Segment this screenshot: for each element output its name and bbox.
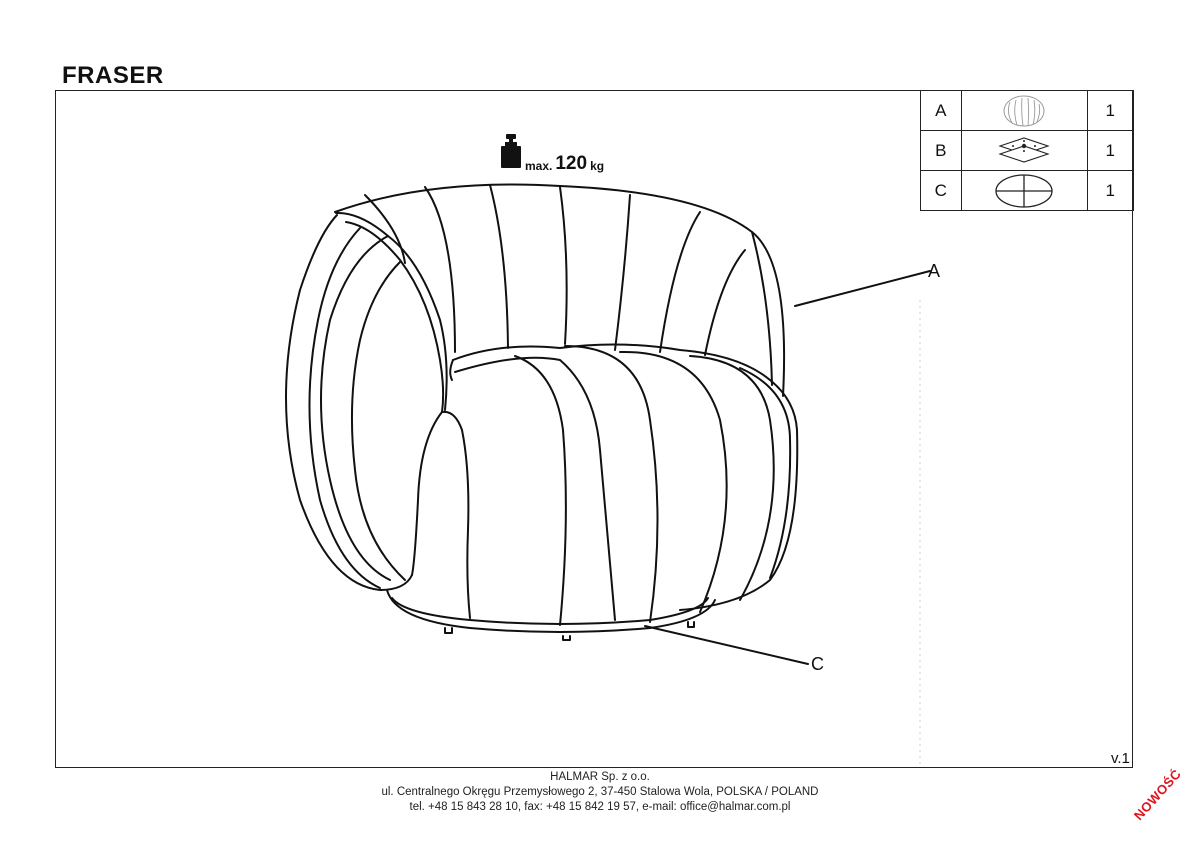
max-load-label: max. 120 kg [500,134,604,173]
weight-prefix: max. [525,159,553,173]
parts-row: B 1 [920,130,1135,171]
version-label: v.1 [1111,750,1130,767]
drawing-frame [55,90,1133,768]
parts-row: C 1 [920,170,1135,211]
weight-value: 120 [555,153,588,174]
document-title: FRASER [62,62,164,89]
footer: HALMAR Sp. z o.o. ul. Centralnego Okręgu… [0,770,1200,815]
swivel-plate-icon [960,130,1088,171]
callout-a: A [928,261,941,281]
weight-unit: kg [590,159,605,173]
part-letter: C [920,170,962,211]
callout-c: C [811,654,824,674]
footer-contact: tel. +48 15 843 28 10, fax: +48 15 842 1… [409,801,791,813]
footer-address: ul. Centralnego Okręgu Przemysłowego 2, … [381,786,819,798]
parts-table: A 1 B 1 C [920,90,1135,211]
part-quantity: 1 [1086,170,1135,211]
armchair-icon [960,90,1088,131]
round-base-icon [960,170,1088,211]
footer-company: HALMAR Sp. z o.o. [550,771,650,783]
weight-icon [500,134,522,173]
